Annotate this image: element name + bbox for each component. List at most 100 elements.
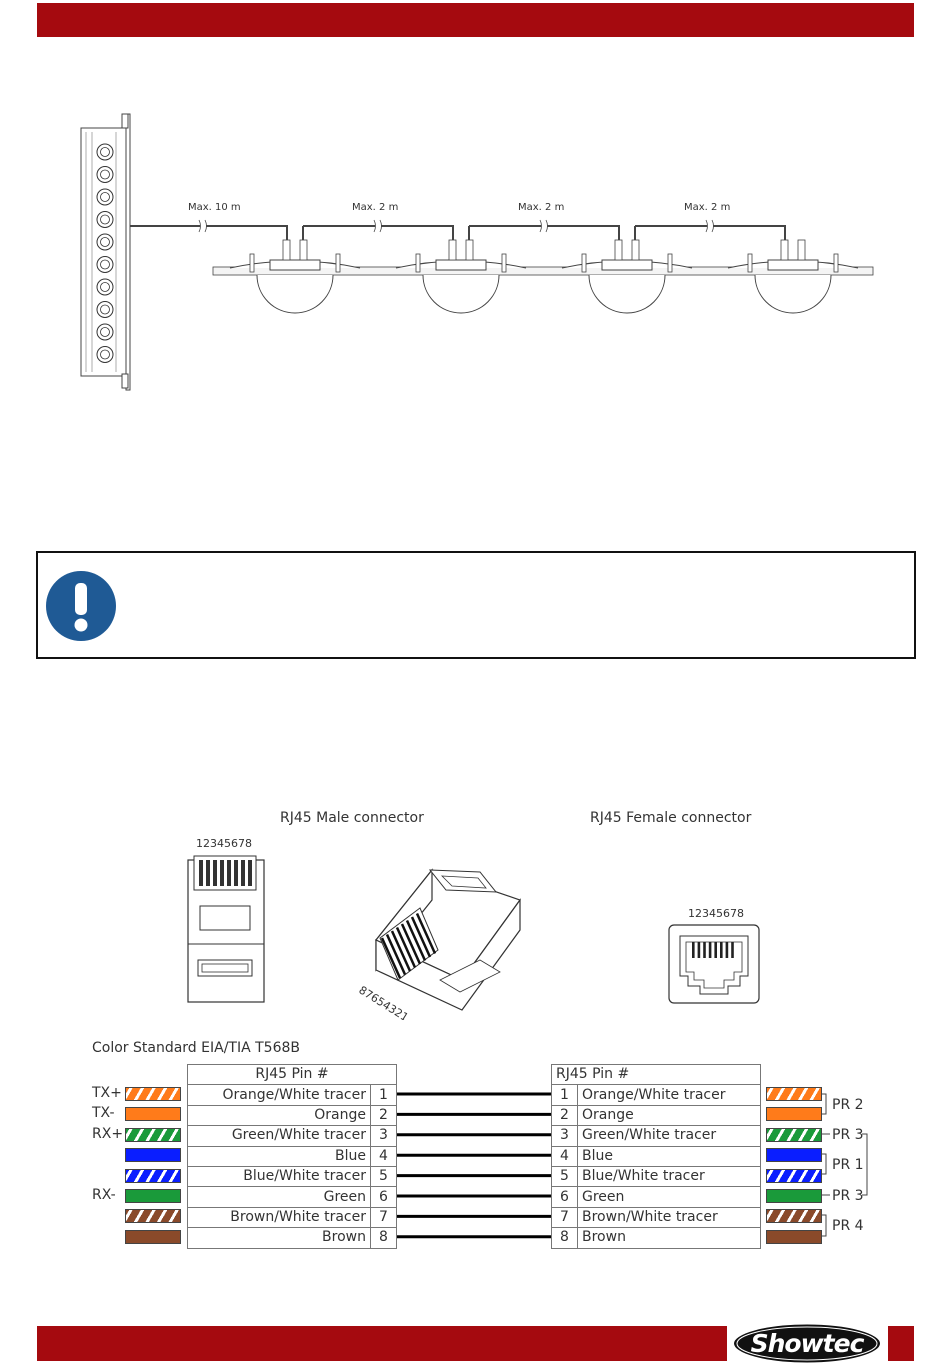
- wire-color-swatch: [125, 1189, 181, 1203]
- wire-color-swatch: [766, 1148, 822, 1163]
- wiring-diagram: Max. 10 m Max. 2 m Max. 2 m Max. 2 m: [80, 113, 874, 391]
- distance-label-1: Max. 10 m: [188, 202, 241, 213]
- pin-number: 5: [551, 1165, 578, 1188]
- pin-name: Blue/White tracer: [577, 1165, 761, 1188]
- wire-color-swatch: [125, 1168, 181, 1183]
- distance-label-4: Max. 2 m: [684, 202, 730, 213]
- connector-drawings: 12345678 87654321 12345678: [187, 837, 760, 1020]
- distance-label-3: Max. 2 m: [518, 202, 564, 213]
- pin-number: 7: [370, 1206, 397, 1229]
- pin-number: 3: [551, 1125, 578, 1147]
- pin-number: 1: [551, 1084, 578, 1106]
- signal-label: RX-: [92, 1187, 116, 1203]
- pin-name: Blue: [187, 1145, 371, 1167]
- pin-name: Brown/White tracer: [187, 1206, 371, 1229]
- pin-name: Green/White tracer: [577, 1125, 761, 1147]
- pair-label-5: PR 4: [832, 1218, 864, 1234]
- distance-label-2: Max. 2 m: [352, 202, 398, 213]
- male-connector-front: 12345678: [187, 837, 265, 1003]
- color-standard-title: Color Standard EIA/TIA T568B: [92, 1040, 300, 1056]
- pin-name: Green/White tracer: [187, 1125, 371, 1147]
- showtec-logo: [732, 1322, 882, 1365]
- signal-label: TX-: [92, 1105, 115, 1122]
- wire-color-swatch: [766, 1229, 822, 1244]
- wire-color-swatch: [766, 1087, 822, 1101]
- wire-color-swatch: [766, 1209, 822, 1224]
- svg-text:12345678: 12345678: [196, 837, 252, 850]
- fixture-1: [138, 219, 361, 314]
- signal-label: TX+: [92, 1085, 122, 1101]
- pin-number: 7: [551, 1206, 578, 1229]
- right-table-header: RJ45 Pin #: [551, 1063, 761, 1086]
- pin-number: 5: [370, 1165, 397, 1188]
- fixture-3: [468, 219, 693, 314]
- signal-label: RX+: [92, 1125, 124, 1142]
- pin-number: 8: [551, 1227, 578, 1249]
- pin-name: Orange/White tracer: [187, 1084, 371, 1106]
- wire-color-swatch: [125, 1229, 181, 1244]
- pin-name: Orange: [577, 1104, 761, 1127]
- pin-name: Green: [577, 1186, 761, 1208]
- wire-color-swatch: [125, 1127, 181, 1142]
- female-connector-title: RJ45 Female connector: [590, 810, 752, 826]
- svg-text:12345678: 12345678: [688, 907, 744, 920]
- female-connector: 12345678: [668, 907, 760, 1004]
- pair-label-4: PR 3: [832, 1188, 864, 1204]
- pair-label-1: PR 2: [832, 1097, 864, 1113]
- wire-color-swatch: [766, 1107, 822, 1122]
- pin-number: 6: [551, 1186, 578, 1208]
- left-table-header: RJ45 Pin #: [187, 1063, 397, 1086]
- pair-label-3: PR 1: [832, 1157, 864, 1173]
- pin-number: 2: [370, 1104, 397, 1127]
- pin-name: Orange: [187, 1104, 371, 1127]
- pair-label-2: PR 3: [832, 1127, 864, 1143]
- pin-name: Brown: [577, 1227, 761, 1249]
- pin-name: Orange/White tracer: [577, 1084, 761, 1106]
- wire-color-swatch: [766, 1127, 822, 1142]
- pin-number: 6: [370, 1186, 397, 1208]
- header-bar: [37, 3, 914, 37]
- pin-number: 3: [370, 1125, 397, 1147]
- pin-name: Brown/White tracer: [577, 1206, 761, 1229]
- pin-name: Blue: [577, 1145, 761, 1167]
- wire-color-swatch: [125, 1107, 181, 1122]
- male-connector-title: RJ45 Male connector: [280, 810, 424, 826]
- pin-number: 2: [551, 1104, 578, 1127]
- fixture-2: [302, 219, 527, 314]
- controller-panel: [80, 113, 131, 391]
- pin-name: Brown: [187, 1227, 371, 1249]
- footer-bar-end: [888, 1326, 914, 1361]
- svg-text:87654321: 87654321: [356, 984, 410, 1020]
- pin-number: 4: [551, 1145, 578, 1167]
- wire-color-swatch: [125, 1148, 181, 1163]
- pin-number: 4: [370, 1145, 397, 1167]
- mandatory-exclamation-icon: [46, 571, 116, 641]
- male-connector-iso: 87654321: [356, 868, 521, 1020]
- wire-color-swatch: [125, 1087, 181, 1101]
- pin-name: Green: [187, 1186, 371, 1208]
- wire-color-swatch: [766, 1168, 822, 1183]
- logo-text: Showtec: [750, 1329, 865, 1358]
- wire-color-swatch: [125, 1209, 181, 1224]
- pin-number: 8: [370, 1227, 397, 1249]
- fixture-4: [634, 219, 859, 314]
- notice-box: [36, 551, 916, 659]
